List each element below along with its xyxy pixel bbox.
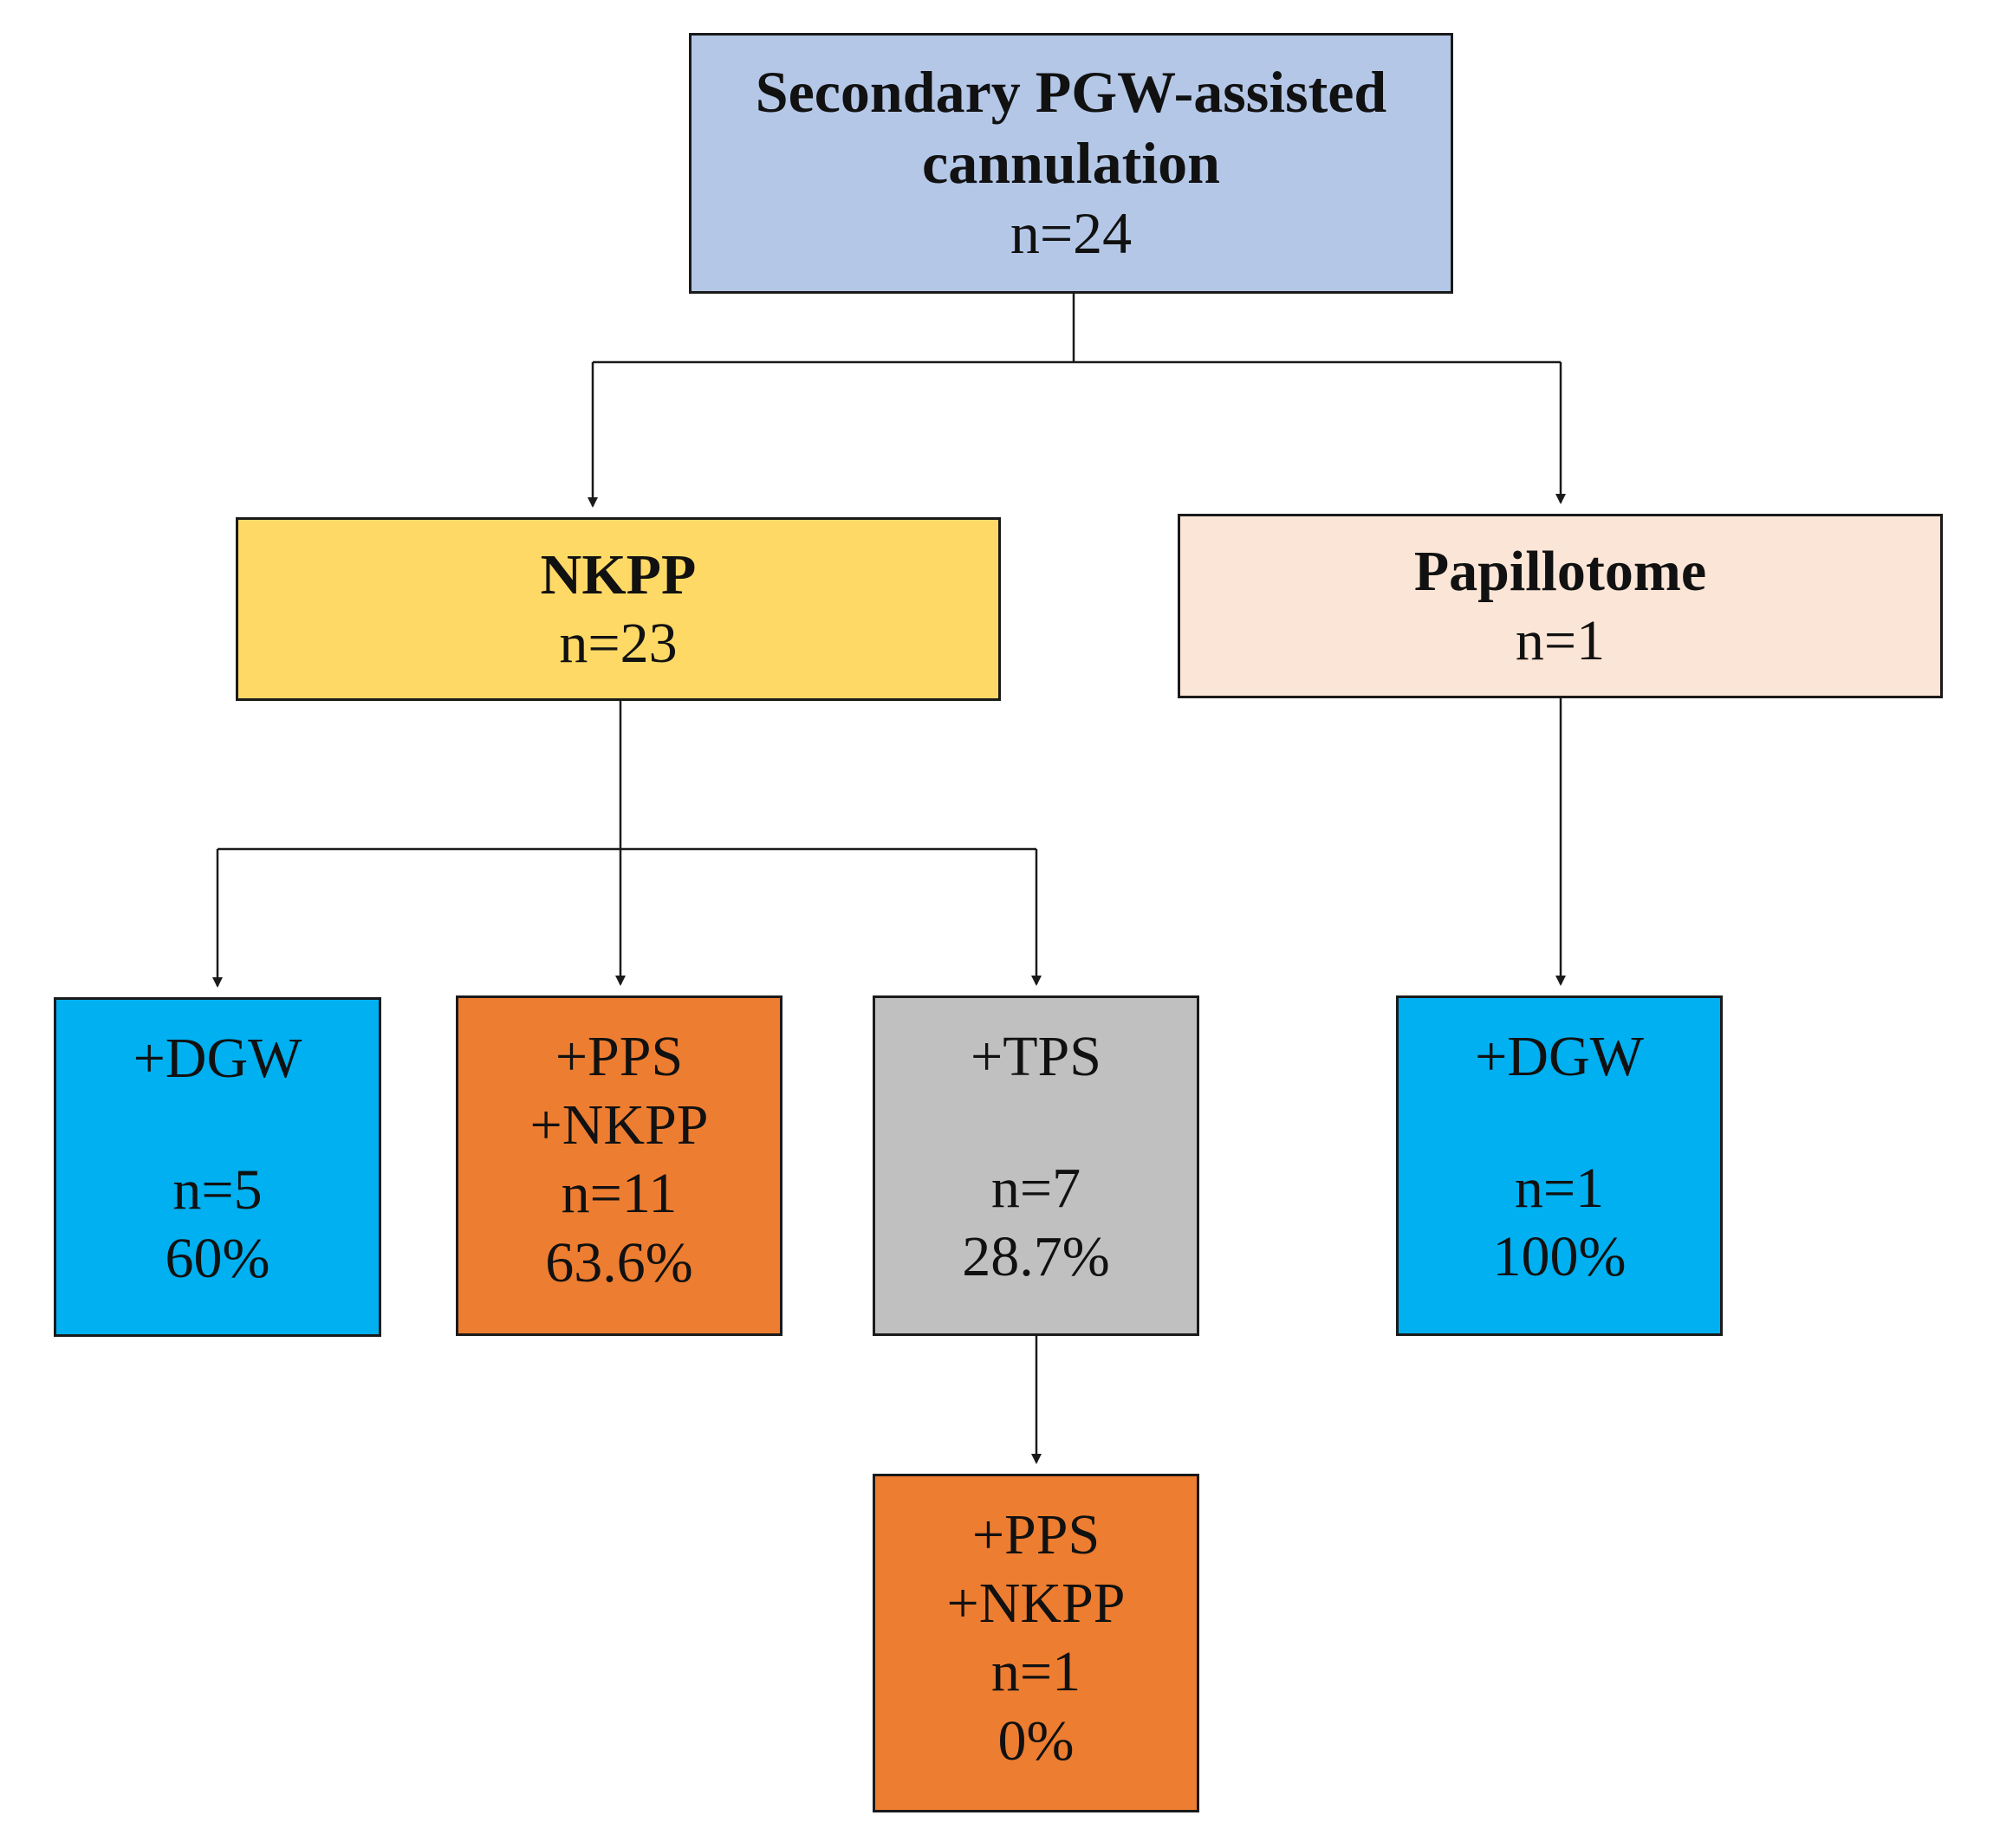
root-title-line2: cannulation bbox=[922, 129, 1220, 196]
pps-after-tps-node: +PPS +NKPP n=1 0% bbox=[873, 1474, 1199, 1812]
dgw-after-nkpp-rate: 60% bbox=[165, 1226, 270, 1290]
dgw-after-papillotome-node: +DGW n=1 100% bbox=[1396, 995, 1723, 1336]
root-count: n=24 bbox=[1010, 200, 1133, 267]
pps-nkpp-label-line2: +NKPP bbox=[529, 1093, 709, 1157]
nkpp-title: NKPP bbox=[540, 542, 697, 606]
pps-after-tps-label-line2: +NKPP bbox=[946, 1572, 1126, 1636]
dgw-after-papillotome-label: +DGW bbox=[1475, 1025, 1644, 1088]
dgw-after-papillotome-rate: 100% bbox=[1492, 1224, 1627, 1288]
pps-after-tps-count: n=1 bbox=[990, 1640, 1081, 1704]
tps-node: +TPS n=7 28.7% bbox=[873, 995, 1199, 1336]
pps-after-tps-rate: 0% bbox=[997, 1709, 1075, 1773]
pps-after-tps-label-line1: +PPS bbox=[971, 1503, 1101, 1566]
papillotome-title: Papillotome bbox=[1413, 540, 1707, 604]
root-node: Secondary PGW-assisted cannulation n=24 bbox=[689, 33, 1453, 294]
nkpp-count: n=23 bbox=[559, 612, 678, 675]
pps-nkpp-rate: 63.6% bbox=[545, 1230, 693, 1294]
pps-nkpp-label-line1: +PPS bbox=[555, 1025, 684, 1088]
tps-label: +TPS bbox=[971, 1025, 1101, 1088]
pps-nkpp-count: n=11 bbox=[561, 1162, 678, 1226]
tps-count: n=7 bbox=[990, 1156, 1081, 1220]
dgw-after-nkpp-count: n=5 bbox=[172, 1157, 263, 1222]
pps-nkpp-node: +PPS +NKPP n=11 63.6% bbox=[456, 995, 782, 1336]
dgw-after-nkpp-node: +DGW n=5 60% bbox=[54, 997, 381, 1337]
dgw-after-nkpp-label: +DGW bbox=[133, 1027, 302, 1090]
tps-rate: 28.7% bbox=[962, 1224, 1110, 1288]
papillotome-count: n=1 bbox=[1515, 608, 1606, 672]
root-title-line1: Secondary PGW-assisted bbox=[755, 59, 1387, 126]
nkpp-node: NKPP n=23 bbox=[236, 517, 1001, 701]
papillotome-node: Papillotome n=1 bbox=[1178, 514, 1943, 698]
dgw-after-papillotome-count: n=1 bbox=[1514, 1156, 1605, 1220]
